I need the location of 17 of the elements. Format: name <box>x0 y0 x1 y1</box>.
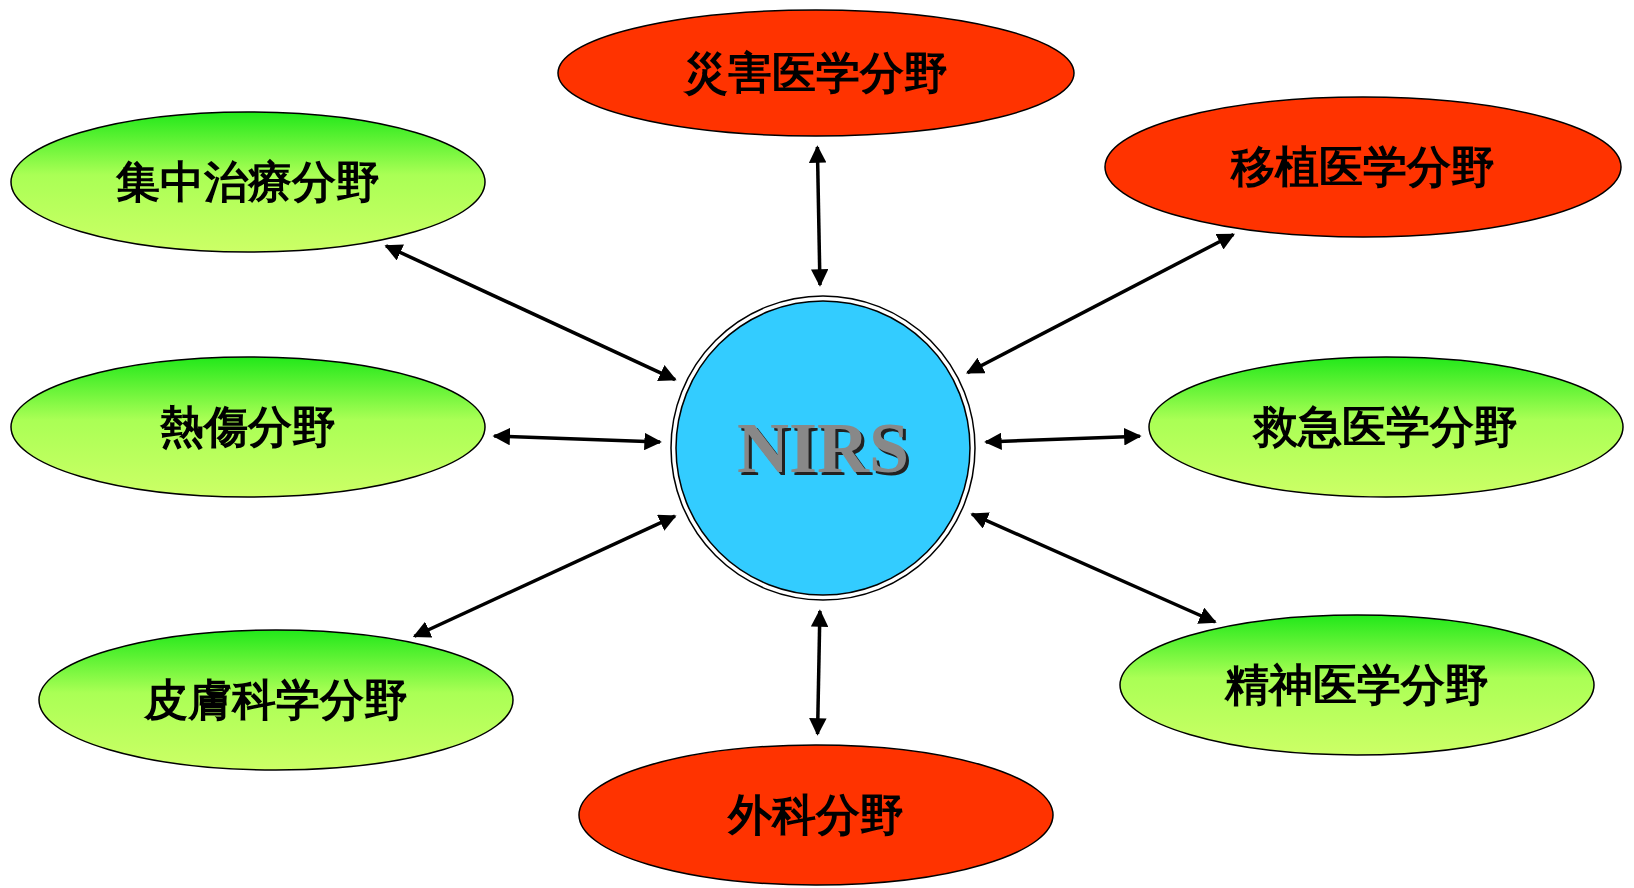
node-label: NIRS <box>736 406 910 490</box>
double-arrow <box>984 428 1142 451</box>
node-label: 災害医学分野 <box>684 45 948 100</box>
node-label: 外科分野 <box>728 787 904 842</box>
double-arrow <box>966 232 1235 375</box>
node-label: 集中治療分野 <box>116 154 380 209</box>
node-label: 移植医学分野 <box>1231 139 1495 194</box>
double-arrow <box>809 609 829 736</box>
node-label: 精神医学分野 <box>1225 657 1489 712</box>
double-arrow <box>970 512 1217 624</box>
double-arrow <box>808 145 829 287</box>
node-label: 皮膚科学分野 <box>144 672 408 727</box>
node-label: 熱傷分野 <box>160 399 336 454</box>
double-arrow <box>384 244 677 382</box>
double-arrow <box>412 514 677 638</box>
node-label: 救急医学分野 <box>1254 399 1518 454</box>
double-arrow <box>492 427 662 451</box>
